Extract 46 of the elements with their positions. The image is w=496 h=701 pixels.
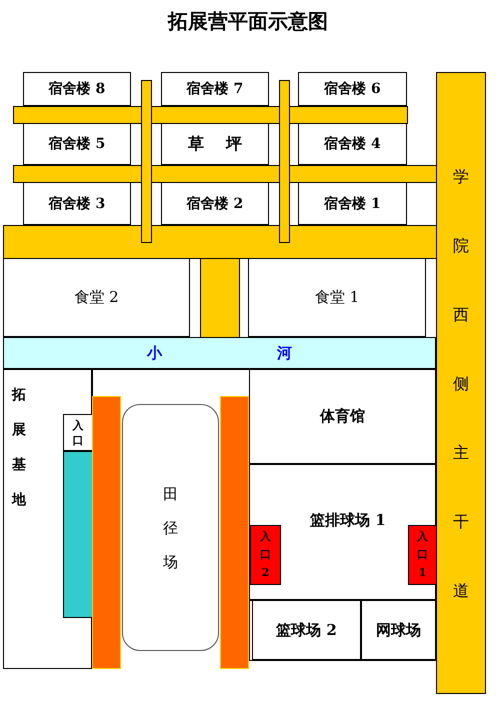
label-text: 体育馆 [320,407,365,426]
label-text: 小 河 [146,344,292,362]
label-text: 食堂 1 [314,288,360,307]
building-box [298,182,407,225]
building-box [23,182,131,225]
building-box [298,72,407,106]
canteen-box [3,258,190,337]
label-text: 草 坪 [188,134,242,154]
canteen-box [248,258,426,337]
label-text: 宿舍楼 3 [48,194,106,212]
base-area [3,369,92,669]
lawn-box [161,123,269,165]
entrance-box [250,525,281,585]
building-box [161,182,269,225]
court-box [252,600,361,660]
label-text: 宿舍楼 6 [324,80,381,98]
entrance-box [408,525,437,585]
label-text: 宿舍楼 8 [48,80,106,98]
label-text: 入口1 [417,529,428,581]
label-text: 篮排球场 1 [310,511,386,530]
label-text: 宿舍楼 5 [48,135,106,153]
label-text: 学院西侧主干道 [453,166,469,602]
building-box [23,72,131,106]
main-road [436,72,486,694]
court-box [361,600,436,660]
label-text: 宿舍楼 4 [324,135,381,153]
gym-box [249,369,436,464]
label-text: 拓展基地 [12,386,26,510]
label-text: 宿舍楼 1 [324,194,381,212]
label-text: 入口 [72,418,84,448]
river-band [3,337,436,369]
label-text: 宿舍楼 2 [186,194,244,212]
label-text: 宿舍楼 7 [186,80,244,98]
building-box [161,72,269,106]
court-box [249,464,436,600]
label-text: 田径场 [163,484,178,572]
track-field [122,404,219,651]
label-text: 网球场 [376,620,421,640]
label-text: 篮球场 2 [276,620,337,640]
entrance-box [63,414,93,451]
label-text: 入口2 [260,529,271,581]
building-box [298,123,407,165]
label-text: 食堂 2 [74,288,119,307]
pool-box [63,451,93,618]
title: 拓展营平面示意图 [166,8,329,35]
building-box [23,123,131,165]
